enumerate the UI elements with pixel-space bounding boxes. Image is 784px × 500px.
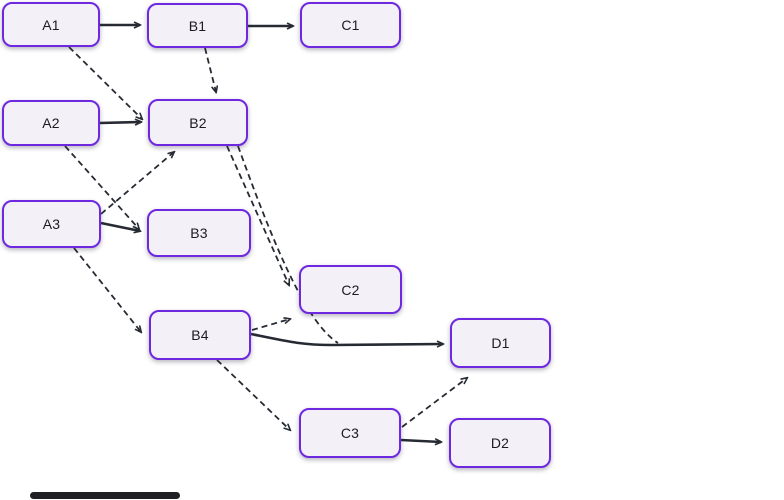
node-B3[interactable]: B3 xyxy=(147,209,251,257)
node-A2[interactable]: A2 xyxy=(2,100,100,146)
node-label: D2 xyxy=(490,435,510,451)
node-label: B2 xyxy=(189,114,207,131)
edge-A2-B2[interactable] xyxy=(99,122,141,123)
edge-B4-C3[interactable] xyxy=(216,359,290,430)
node-label: A3 xyxy=(42,216,61,232)
node-label: B3 xyxy=(190,225,208,241)
horizontal-scrollbar-thumb[interactable] xyxy=(30,492,180,499)
node-label: C1 xyxy=(341,17,360,33)
edge-C3-D2[interactable] xyxy=(400,440,441,442)
node-label: D1 xyxy=(491,335,510,351)
node-D1[interactable]: D1 xyxy=(450,318,551,368)
node-label: C2 xyxy=(341,281,360,298)
edge-B4-D1[interactable] xyxy=(250,332,443,345)
edge-C3-D1[interactable] xyxy=(401,378,467,428)
edge-B4-C2[interactable] xyxy=(251,319,290,331)
node-label: A2 xyxy=(42,115,60,131)
node-B1[interactable]: B1 xyxy=(147,3,248,48)
node-C2[interactable]: C2 xyxy=(299,265,402,314)
node-C3[interactable]: C3 xyxy=(299,408,401,458)
node-label: A1 xyxy=(42,16,60,33)
node-A1[interactable]: A1 xyxy=(2,2,100,47)
edge-A3-B2[interactable] xyxy=(100,152,174,215)
node-C1[interactable]: C1 xyxy=(300,2,401,48)
edge-A1-B2[interactable] xyxy=(68,46,142,119)
node-A3[interactable]: A3 xyxy=(2,200,101,248)
edge-A2-B3[interactable] xyxy=(64,145,139,229)
edge-B2-C2[interactable] xyxy=(226,145,289,285)
node-B4[interactable]: B4 xyxy=(149,310,251,360)
edge-B1-B2[interactable] xyxy=(204,47,216,92)
node-B2[interactable]: B2 xyxy=(148,99,248,146)
node-D2[interactable]: D2 xyxy=(449,418,551,468)
node-label: B1 xyxy=(188,17,207,34)
node-label: B4 xyxy=(191,327,209,343)
edge-B2-D1[interactable] xyxy=(237,145,339,344)
node-label: C3 xyxy=(340,425,360,441)
edge-A3-B4[interactable] xyxy=(73,247,141,332)
